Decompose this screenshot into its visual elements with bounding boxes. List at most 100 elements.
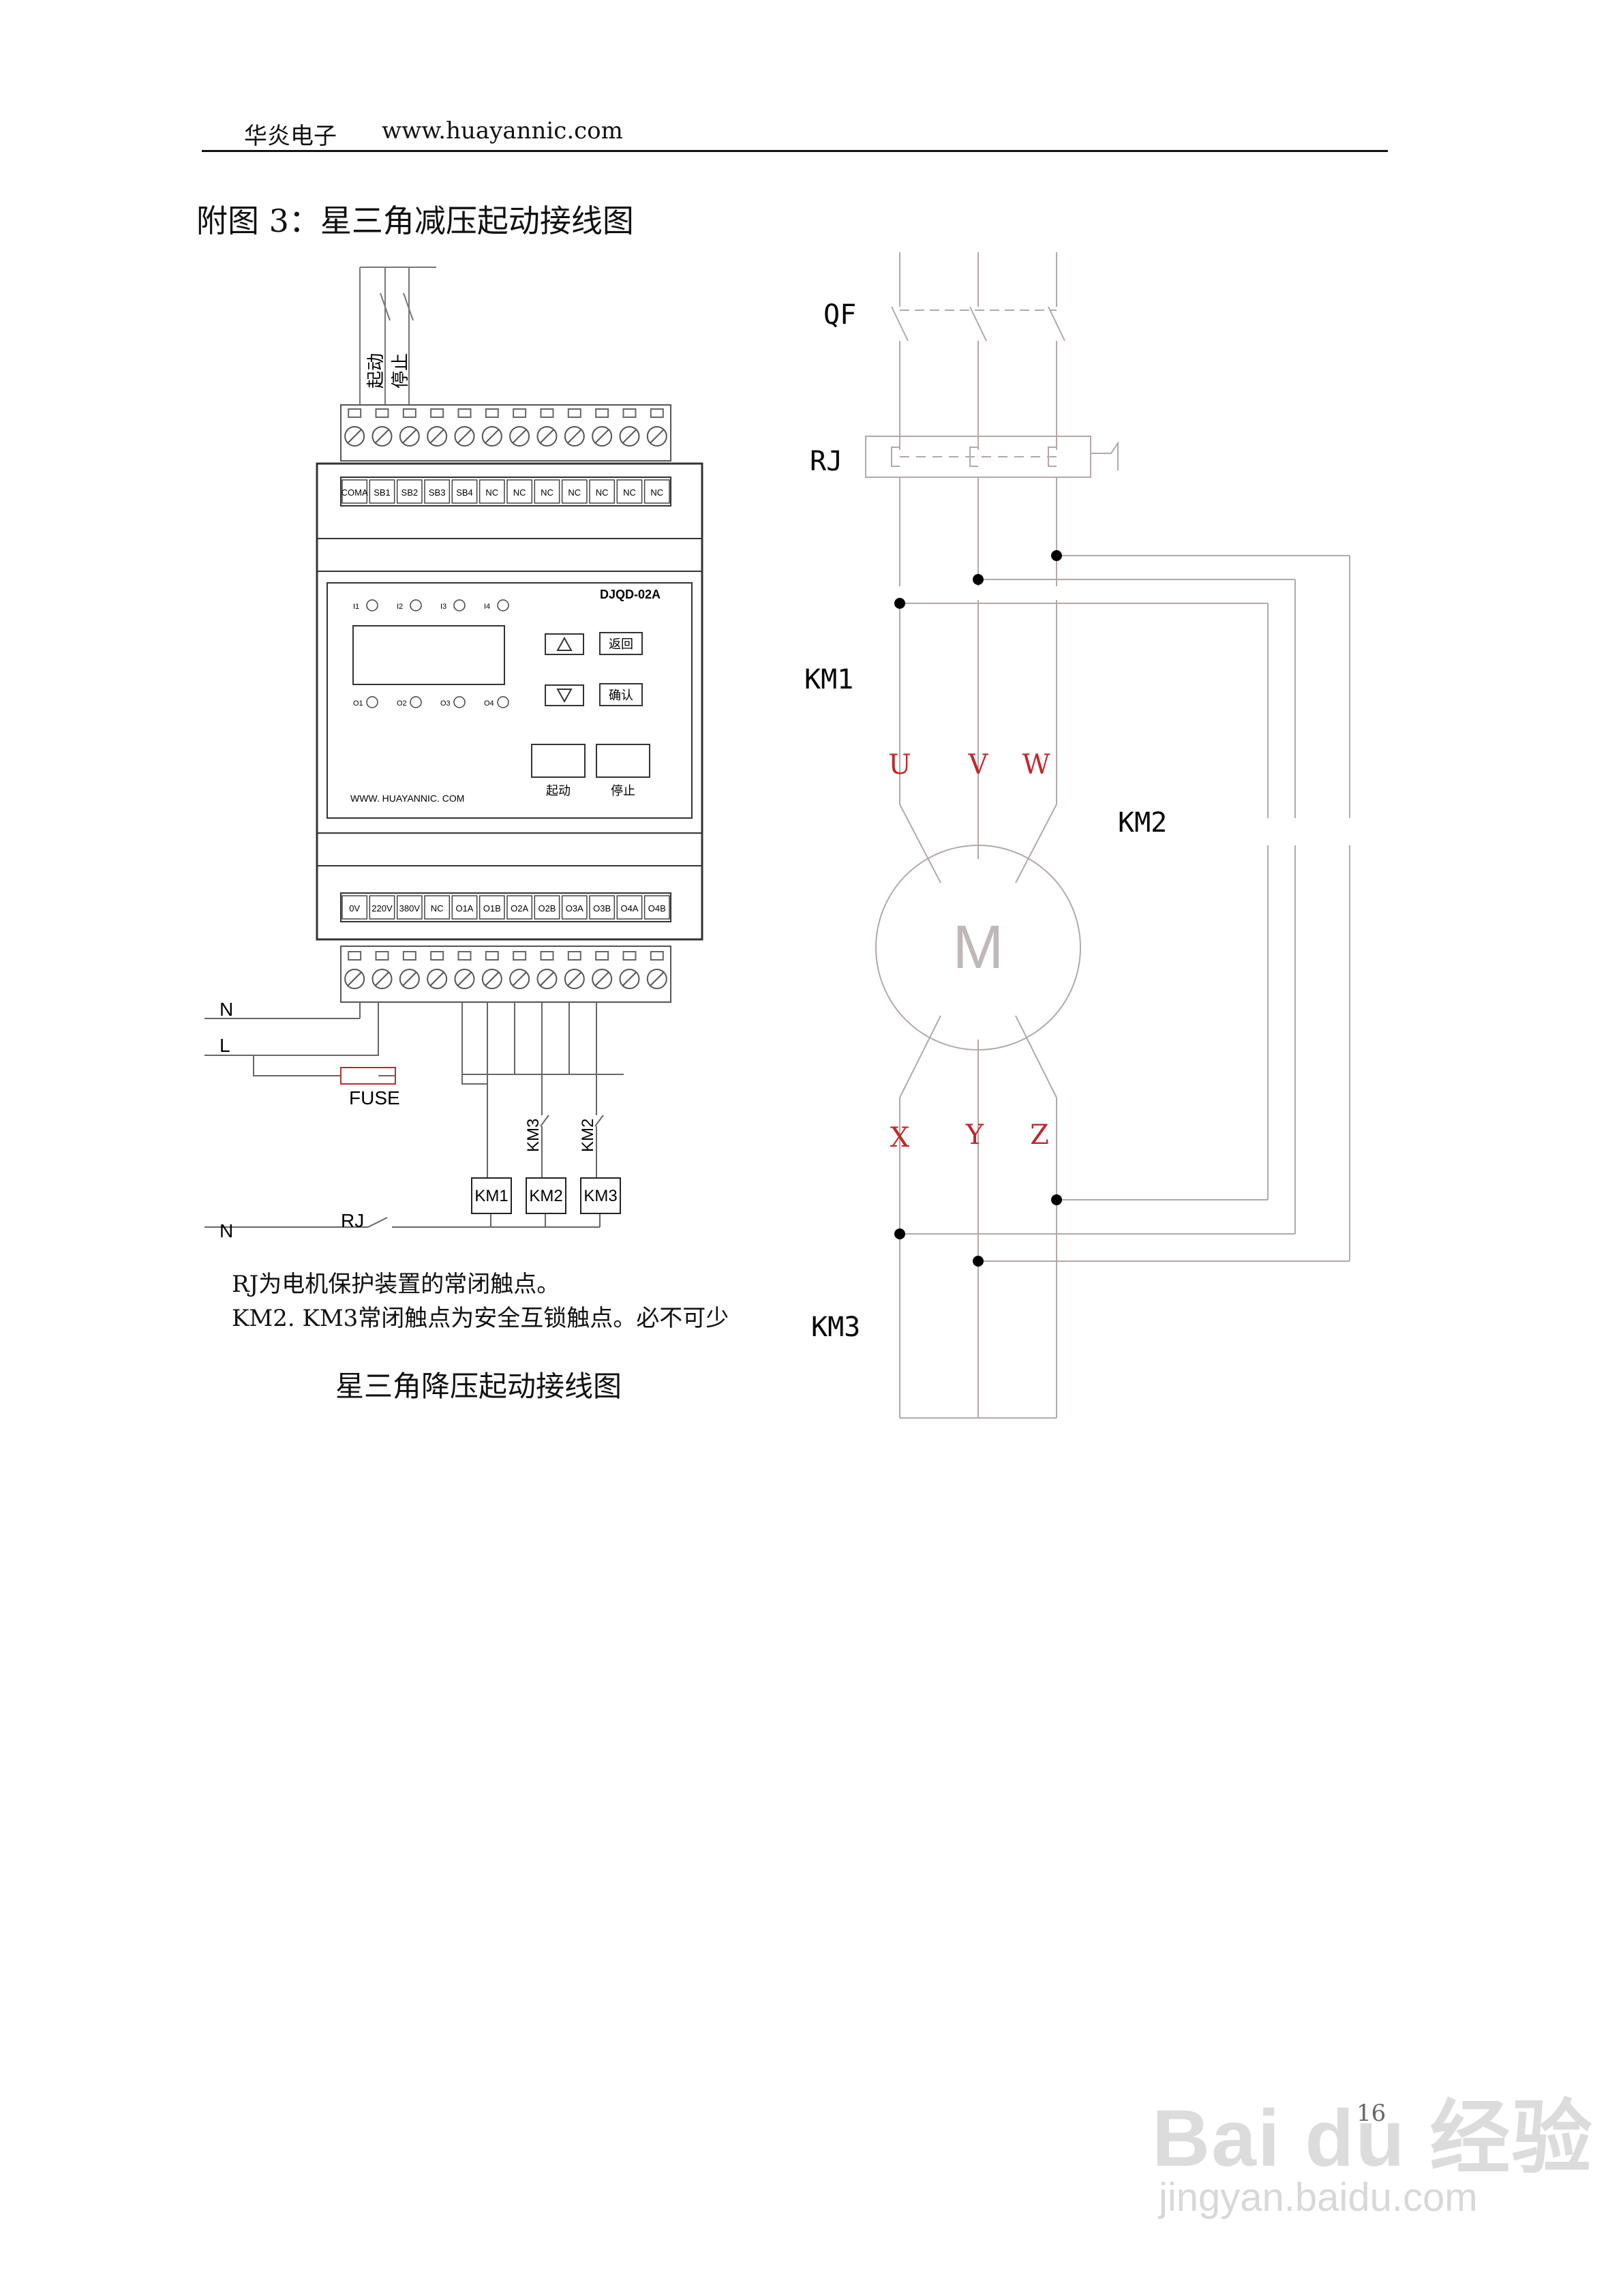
terminal-screw	[481, 408, 502, 447]
terminal-screw	[592, 951, 613, 989]
terminal-screw	[536, 951, 558, 989]
coil-km3: KM3	[580, 1177, 621, 1214]
panel-website: WWW. HUAYANNIC. COM	[350, 793, 464, 804]
down-button[interactable]	[545, 684, 584, 706]
bottom-terminal-strip	[340, 946, 671, 1003]
terminal-screw	[371, 951, 393, 989]
svg-text:O3A: O3A	[566, 903, 583, 913]
start-button-label: 起动	[546, 784, 571, 798]
km3-label: KM3	[811, 1312, 860, 1343]
svg-text:O4B: O4B	[648, 903, 666, 913]
terminal-label: SB4	[451, 479, 478, 504]
terminal-label: NC	[506, 479, 533, 504]
rj-contact-label: RJ	[341, 1210, 364, 1231]
svg-text:NC: NC	[596, 487, 609, 498]
terminal-screw	[619, 951, 640, 989]
svg-text:NC: NC	[568, 487, 581, 498]
main-circuit-diagram: QF RJ KM1 KM2 KM3 U V W X Y Z M	[804, 252, 1350, 1419]
page-number: 16	[1356, 2100, 1386, 2127]
baidu-watermark-url: jingyan.baidu.com	[1159, 2175, 1478, 2220]
terminal-screw	[371, 408, 393, 447]
stop-button[interactable]: 停止	[596, 744, 650, 798]
terminal-label: NC	[479, 479, 505, 504]
terminal-label: NC	[643, 479, 670, 504]
top-wire-label-stop: 停止	[391, 353, 411, 389]
terminal-label: COMA	[342, 479, 368, 504]
terminal-screw	[646, 951, 667, 989]
back-button[interactable]: 返回	[599, 632, 643, 655]
terminal-screw	[399, 951, 420, 989]
line-n2-label: N	[219, 1220, 233, 1241]
terminal-screw	[454, 408, 475, 447]
top-wire-label-start: 起动	[366, 353, 386, 389]
terminal-screw	[427, 951, 448, 989]
terminal-label: O1A	[451, 895, 478, 920]
indicator-led: I4	[484, 599, 509, 611]
svg-text:O3B: O3B	[593, 903, 611, 913]
svg-text:NC: NC	[513, 487, 526, 498]
km1-label: KM1	[804, 664, 853, 695]
svg-text:O4: O4	[484, 699, 494, 708]
terminal-screw	[454, 951, 475, 989]
svg-text:O2B: O2B	[538, 903, 556, 913]
phase-w: W	[1022, 749, 1050, 781]
svg-text:O2A: O2A	[511, 903, 528, 913]
indicator-led: I2	[397, 599, 422, 611]
svg-text:380V: 380V	[399, 903, 421, 913]
svg-text:NC: NC	[541, 487, 553, 498]
note-line-2: KM2. KM3常闭触点为安全互锁触点。必不可少	[232, 1305, 729, 1332]
confirm-button[interactable]: 确认	[599, 683, 643, 706]
svg-text:NC: NC	[650, 487, 663, 498]
header-company: 华炎电子	[244, 123, 337, 150]
start-button[interactable]: 起动	[531, 744, 586, 798]
up-button[interactable]	[545, 633, 584, 655]
svg-text:SB3: SB3	[429, 487, 446, 498]
indicator-led: O3	[440, 696, 466, 708]
svg-text:COMA: COMA	[342, 487, 368, 498]
svg-text:NC: NC	[623, 487, 636, 498]
svg-text:I1: I1	[353, 603, 359, 611]
terminal-screw	[427, 408, 448, 447]
indicator-led: O4	[484, 696, 509, 708]
svg-text:I2: I2	[397, 603, 403, 611]
terminal-label: O4B	[643, 895, 670, 920]
top-terminal-strip	[340, 404, 671, 462]
svg-text:NC: NC	[431, 903, 444, 913]
svg-text:KM1: KM1	[474, 1187, 508, 1205]
indicator-led: O2	[397, 696, 422, 708]
terminal-label: O2A	[506, 895, 533, 920]
terminal-screw	[344, 408, 365, 447]
line-l-label: L	[219, 1035, 230, 1056]
indicator-led: I3	[440, 599, 466, 611]
terminal-label: O3A	[561, 895, 588, 920]
svg-text:I4: I4	[484, 603, 490, 611]
svg-text:SB4: SB4	[456, 487, 473, 498]
lcd-display	[352, 625, 505, 685]
qf-label: QF	[823, 299, 856, 331]
motor-label: M	[953, 913, 1004, 982]
svg-text:O2: O2	[397, 699, 407, 708]
triangle-up-icon	[556, 636, 573, 651]
rj-label: RJ	[810, 446, 843, 477]
svg-text:220V: 220V	[371, 903, 393, 913]
terminal-label: SB2	[396, 479, 423, 504]
terminal-label: NC	[561, 479, 588, 504]
phase-y: Y	[965, 1119, 984, 1151]
terminal-screw	[481, 951, 502, 989]
interlock-km3-label: KM3	[524, 1119, 543, 1152]
confirm-button-label: 确认	[609, 689, 633, 702]
svg-text:O4A: O4A	[620, 903, 638, 913]
terminal-label: 380V	[396, 895, 423, 920]
indicator-led: O1	[353, 696, 378, 708]
triangle-down-icon	[556, 689, 573, 704]
phase-x: X	[890, 1122, 910, 1153]
terminal-label: 220V	[369, 895, 395, 920]
back-button-label: 返回	[609, 637, 633, 651]
diagram-caption: 星三角降压起动接线图	[335, 1370, 622, 1403]
terminal-screw	[592, 408, 613, 447]
stop-button-label: 停止	[611, 784, 635, 798]
terminal-label: SB3	[424, 479, 451, 504]
terminal-screw	[399, 408, 420, 447]
terminal-label: NC	[589, 479, 616, 504]
